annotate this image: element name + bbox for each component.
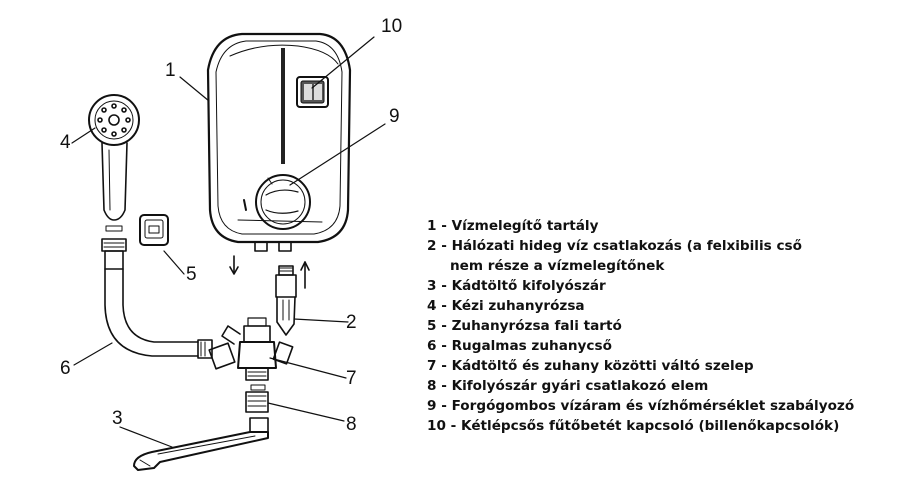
legend-item: 2 - Hálózati hideg víz csatlakozás (a fe… <box>427 238 802 254</box>
legend-item: 6 - Rugalmas zuhanycső <box>427 338 612 354</box>
leader-lines <box>71 36 386 448</box>
legend-item: 7 - Kádtöltő és zuhany közötti váltó sze… <box>427 358 754 374</box>
legend-item: 8 - Kifolyószár gyári csatlakozó elem <box>427 378 709 394</box>
legend-item: 1 - Vízmelegítő tartály <box>427 218 599 234</box>
callout-7: 7 <box>346 368 357 389</box>
legend-item: 3 - Kádtöltő kifolyószár <box>427 278 606 294</box>
callout-1: 1 <box>165 60 176 81</box>
diverter-valve-icon <box>208 317 294 381</box>
legend-item: 5 - Zuhanyrózsa fali tartó <box>427 318 622 334</box>
callout-2: 2 <box>346 312 357 333</box>
callout-3: 3 <box>112 408 123 429</box>
water-heater-tank-icon <box>206 32 352 244</box>
callout-6: 6 <box>60 358 71 379</box>
legend-item: 4 - Kézi zuhanyrózsa <box>427 298 585 314</box>
outlet-fittings-icon <box>229 241 310 289</box>
bath-spout-icon <box>133 417 269 471</box>
callout-10: 10 <box>381 16 402 37</box>
spout-connector-icon <box>245 384 269 413</box>
legend-item: 10 - Kétlépcsős fűtőbetét kapcsoló (bill… <box>427 418 840 434</box>
hand-shower-icon <box>88 94 140 232</box>
cold-water-connector-icon <box>275 265 297 336</box>
legend-item: 9 - Forgógombos vízáram és vízhőmérsékle… <box>427 398 855 414</box>
callout-4: 4 <box>60 132 71 153</box>
heater-assembly-diagram: 1 4 5 6 3 2 7 8 10 9 <box>60 16 402 471</box>
rotary-knob-icon <box>255 174 311 230</box>
callout-8: 8 <box>346 414 357 435</box>
callout-5: 5 <box>186 264 197 285</box>
legend-item-continuation: nem része a vízmelegítőnek <box>450 258 665 274</box>
rocker-switch-icon <box>296 76 329 108</box>
callout-9: 9 <box>389 106 400 127</box>
parts-legend: 1 - Vízmelegítő tartály 2 - Hálózati hid… <box>427 216 892 436</box>
flexible-hose-icon <box>101 238 213 359</box>
wall-holder-icon <box>139 214 169 246</box>
